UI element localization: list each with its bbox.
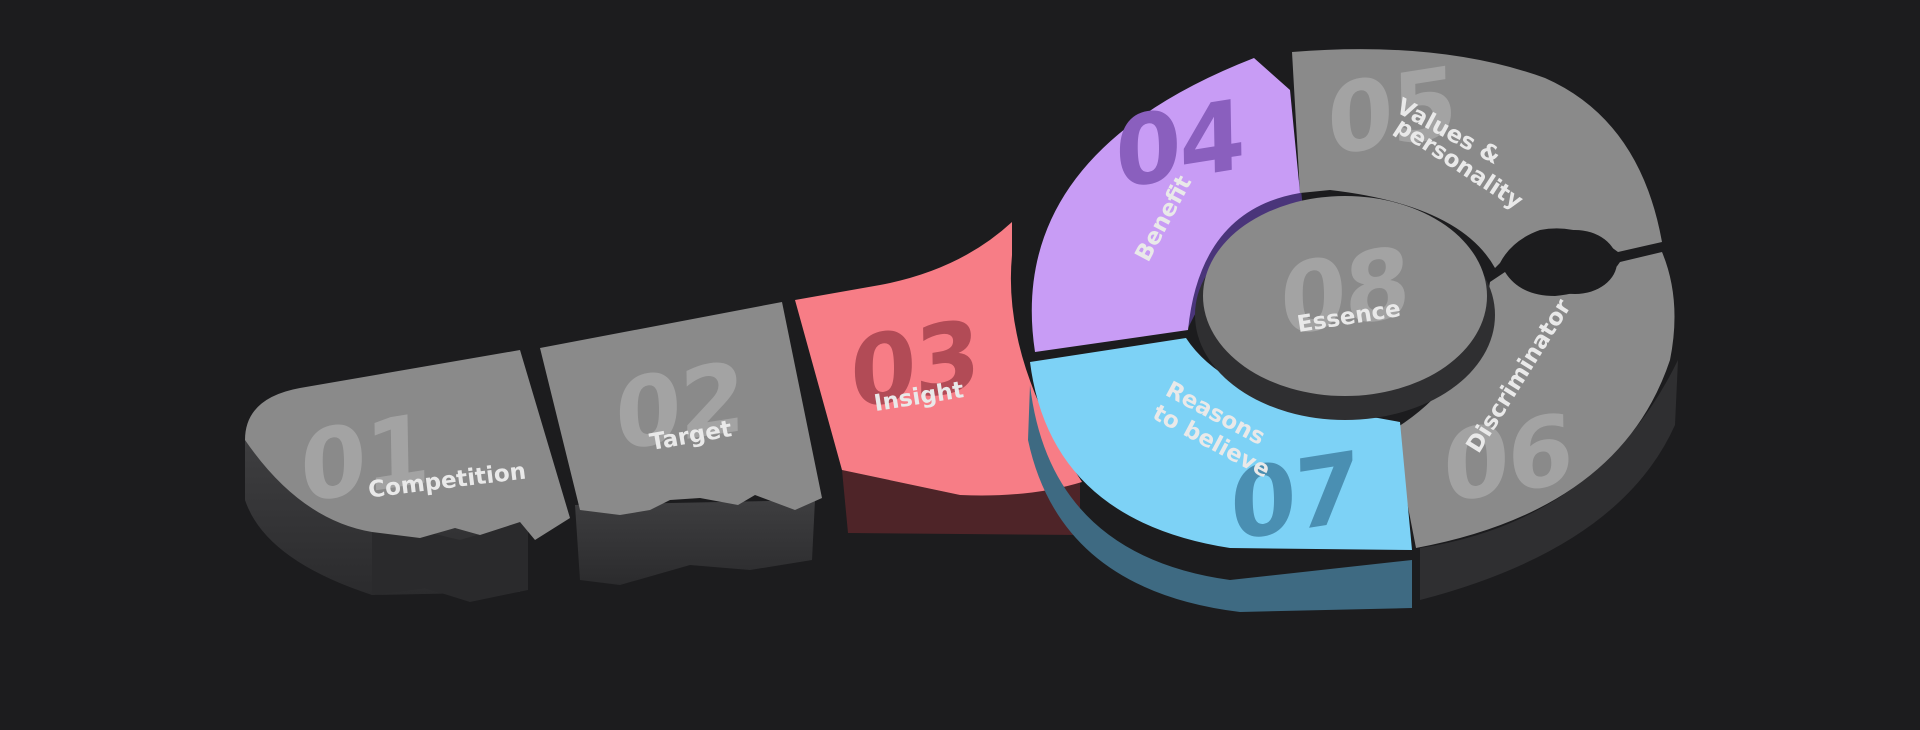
segment-competition-bottom-notches xyxy=(372,520,528,602)
segment-target-side xyxy=(575,500,815,585)
segment-insight-side xyxy=(842,470,1080,535)
segment-values-number: 05 xyxy=(1326,44,1456,178)
segment-essence-face xyxy=(1203,196,1487,396)
segment-values xyxy=(1292,49,1662,269)
segment-essence xyxy=(1195,196,1495,420)
segment-competition xyxy=(245,350,570,602)
segment-target-number: 02 xyxy=(614,339,744,473)
segment-benefit xyxy=(1031,58,1300,352)
segment-competition-face xyxy=(245,350,570,540)
segment-discriminator-number: 06 xyxy=(1442,391,1572,525)
segment-target-face xyxy=(540,302,822,515)
segment-insight xyxy=(795,222,1082,535)
segment-reasons-side xyxy=(1028,385,1412,612)
ring-side-outer-right xyxy=(1420,360,1678,600)
segment-discriminator xyxy=(1393,252,1675,548)
segment-benefit-number: 04 xyxy=(1114,77,1244,211)
segment-reasons-number: 07 xyxy=(1229,429,1359,563)
segment-insight-face xyxy=(795,222,1082,496)
segment-competition-number: 01 xyxy=(299,391,429,525)
segment-insight-number: 03 xyxy=(849,297,979,431)
segment-target xyxy=(540,302,822,585)
key-ring-hole xyxy=(1533,230,1617,294)
segment-reasons xyxy=(1030,338,1412,550)
segment-essence-number: 08 xyxy=(1279,224,1409,358)
